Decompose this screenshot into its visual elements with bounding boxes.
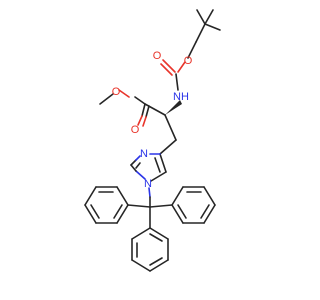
trityl-phenyl-left: [84, 186, 151, 224]
imidazole-ring: [130, 153, 167, 208]
molecule-structure: O O NH O O N N: [84, 9, 221, 272]
carbamate-carbonyl-oxygen-label: O: [153, 50, 162, 62]
tert-butyl-group: [195, 9, 221, 43]
boc-carbamate: [160, 41, 197, 91]
amide-nh-label: NH: [173, 91, 189, 103]
amino-acid-backbone: [99, 89, 182, 155]
imidazole-n3-label: N: [140, 148, 148, 160]
stereo-wedge: [165, 100, 182, 115]
trityl-phenyl-right: [149, 186, 216, 224]
trityl-phenyl-bottom: [131, 206, 169, 272]
carbamate-ester-oxygen-label: O: [184, 55, 193, 67]
ester-carbonyl-oxygen-label: O: [131, 124, 140, 136]
ester-methoxy-oxygen-label: O: [112, 86, 121, 98]
imidazole-n1-label: N: [144, 178, 152, 190]
